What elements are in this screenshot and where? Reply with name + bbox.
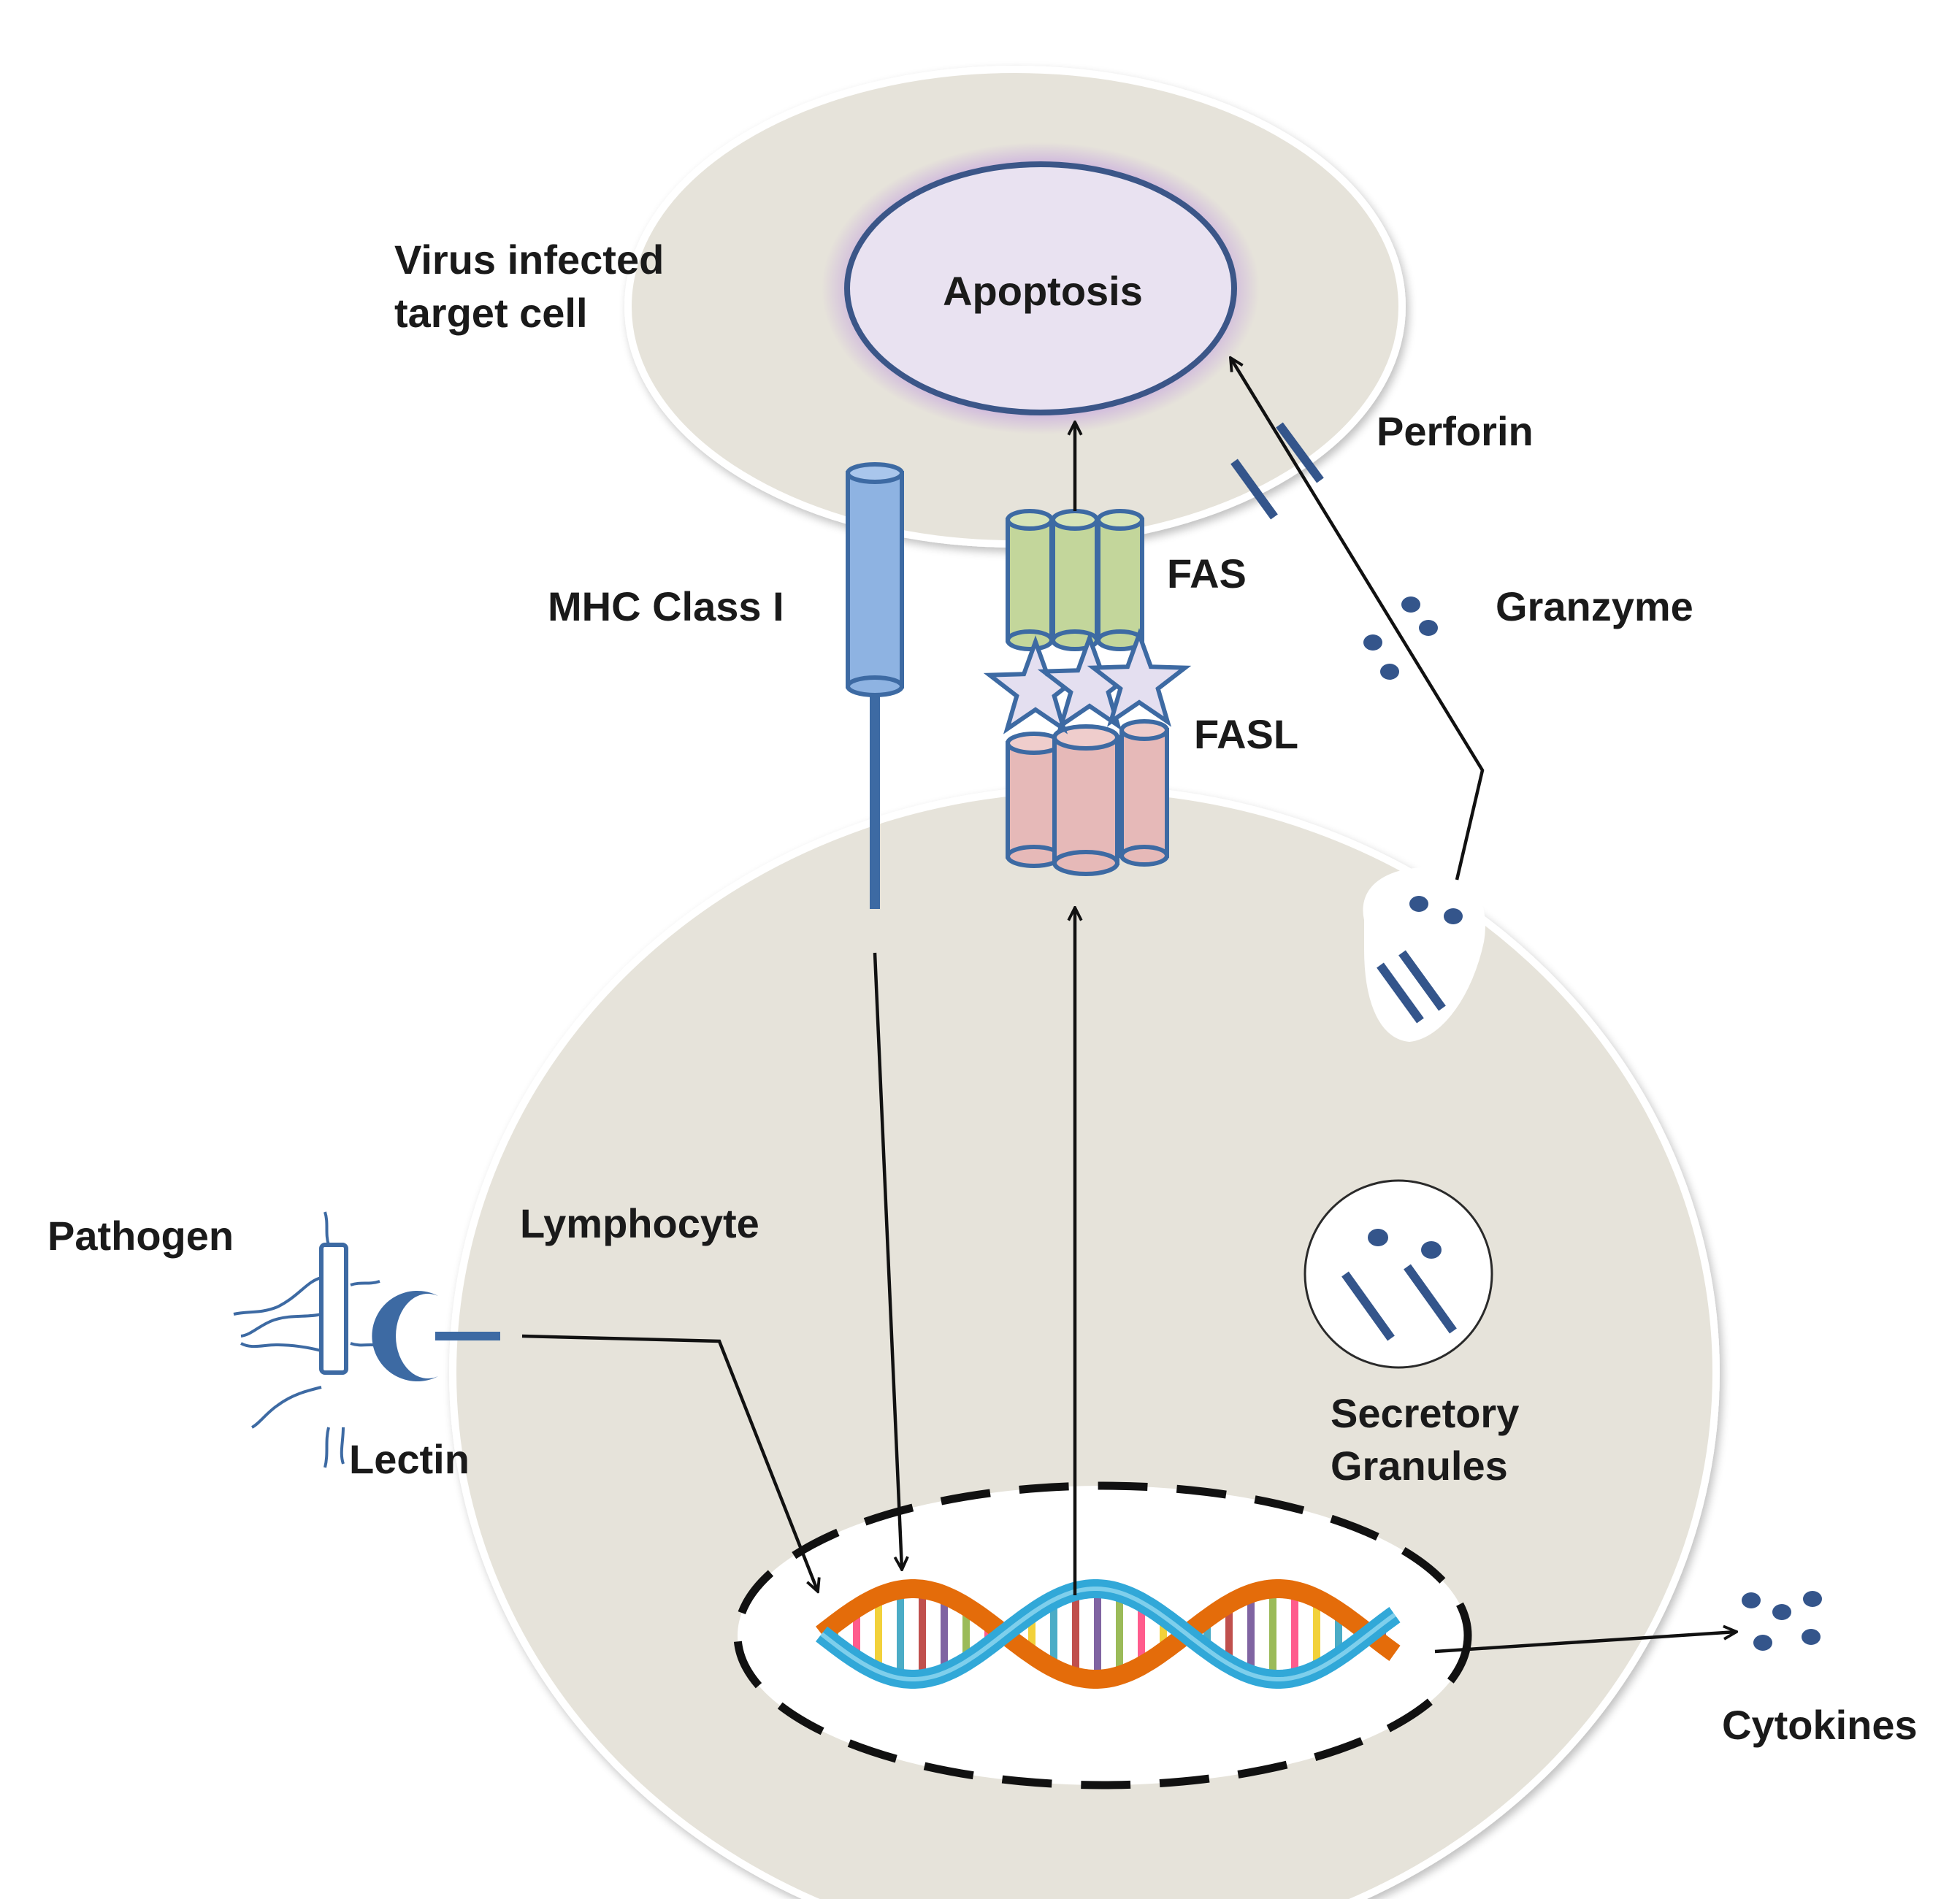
- docked-granule-contents: [1377, 896, 1463, 1024]
- signal-arrows: [521, 358, 1737, 1654]
- dna-base-pair: [962, 1611, 970, 1657]
- dna-base-pair: [919, 1593, 926, 1675]
- dna-base-pair: [1050, 1604, 1057, 1664]
- arrow-mhc-to-dna: [873, 952, 902, 1570]
- dna-base-pair: [1269, 1593, 1276, 1675]
- apoptotic-nucleus: [844, 161, 1237, 415]
- dna-base-pair: [1225, 1608, 1233, 1660]
- dna-base-pair: [941, 1599, 948, 1669]
- pathogen: [233, 1211, 380, 1468]
- binding-stars: [983, 628, 1192, 734]
- dna-base-pair: [1203, 1622, 1211, 1646]
- dna-helix: [816, 1579, 1401, 1689]
- fasl-ligand: [1006, 719, 1169, 876]
- dna-base-pair: [1028, 1617, 1035, 1651]
- secretory-granules-label: Secretory Granules: [1331, 1390, 1531, 1489]
- lectin-receptor: [372, 1291, 500, 1382]
- apoptosis-label: Apoptosis: [943, 268, 1143, 314]
- dna-base-pair: [1116, 1597, 1123, 1671]
- dna-strand-orange: [816, 1579, 1401, 1689]
- dna-base-pair: [1313, 1603, 1320, 1665]
- perforin-pore: [1230, 422, 1324, 520]
- arrow-lectin-to-dna: [521, 1334, 818, 1592]
- fas-label: FAS: [1167, 550, 1247, 596]
- target-cell-label: Virus infected target cell: [394, 237, 675, 336]
- dna-base-pair: [1072, 1595, 1079, 1673]
- dna-base-pair: [1160, 1620, 1167, 1648]
- dna-strand-highlight: [820, 1587, 1396, 1681]
- dna-base-pair: [875, 1600, 882, 1668]
- arrow-granule-to-apoptosis: [1230, 358, 1485, 881]
- dna-base-pair: [853, 1612, 860, 1656]
- perforin-label: Perforin: [1377, 408, 1534, 454]
- mhc-label: MHC Class I: [548, 583, 784, 629]
- arrow-dna-to-cytokines: [1434, 1632, 1737, 1654]
- lymphocyte-label: Lymphocyte: [520, 1200, 759, 1246]
- fas-receptor: [1006, 509, 1144, 651]
- granzyme-dots: [1363, 596, 1438, 680]
- fasl-label: FASL: [1194, 711, 1298, 757]
- dna-base-pair: [1138, 1606, 1145, 1662]
- dna-base-pair: [984, 1626, 992, 1642]
- lymphocyte-nucleus: [733, 1481, 1472, 1789]
- granzyme-label: Granzyme: [1496, 583, 1693, 629]
- cytokines-label: Cytokines: [1722, 1702, 1918, 1748]
- secretory-granule-contents: [1341, 1229, 1457, 1341]
- binding-star-3: [1087, 628, 1192, 727]
- dna-base-pair: [1094, 1593, 1101, 1675]
- lectin-label: Lectin: [349, 1436, 470, 1482]
- cytokine-dots: [1742, 1591, 1822, 1651]
- dna-base-pair: [1291, 1595, 1298, 1673]
- mhc-class-i: [846, 462, 904, 909]
- dna-base-pair: [1335, 1615, 1342, 1653]
- pathogen-label: Pathogen: [47, 1213, 234, 1259]
- dna-base-pair: [1247, 1597, 1255, 1670]
- secretory-granule: [1304, 1179, 1493, 1369]
- dna-base-pair: [897, 1594, 904, 1674]
